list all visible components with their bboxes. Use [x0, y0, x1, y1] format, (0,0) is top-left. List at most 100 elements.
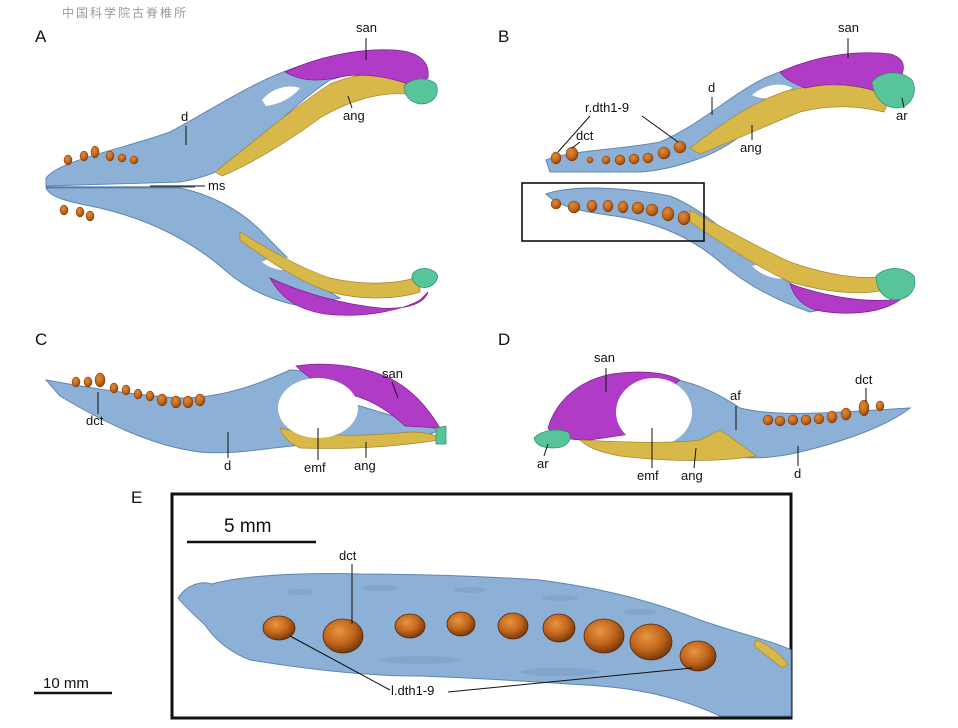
- label-ang: ang: [740, 140, 762, 155]
- fenestra: [752, 84, 792, 99]
- leader-line: [391, 381, 399, 399]
- tooth: [840, 407, 852, 421]
- tooth: [542, 613, 576, 643]
- panel-label-c: C: [35, 330, 47, 349]
- tooth: [322, 618, 364, 654]
- articular-bone: [411, 268, 439, 288]
- tooth: [550, 151, 562, 165]
- leader-line: [557, 115, 591, 153]
- tooth: [117, 153, 127, 163]
- tooth: [79, 150, 89, 162]
- panel-label-d: D: [498, 330, 510, 349]
- label-ms: ms: [208, 178, 226, 193]
- label-ang: ang: [343, 108, 365, 123]
- label-d: d: [708, 80, 715, 95]
- scale-bar-label: 10 mm: [43, 675, 89, 692]
- tooth: [182, 395, 194, 409]
- tooth: [642, 152, 654, 164]
- label-ar: ar: [896, 108, 908, 123]
- tooth: [105, 150, 115, 162]
- tooth: [121, 384, 131, 396]
- label-dct: dct: [339, 548, 357, 563]
- tooth: [194, 393, 206, 407]
- label-san: san: [838, 20, 859, 35]
- leader-line: [447, 667, 693, 693]
- tooth: [617, 200, 629, 214]
- tooth-row: [262, 611, 717, 672]
- tooth: [762, 414, 774, 426]
- panel-b: B: [498, 20, 916, 314]
- tooth: [657, 146, 671, 160]
- articular-bone: [533, 429, 571, 449]
- label-af: af: [730, 388, 741, 403]
- panel-e: E 5 mm dct: [131, 488, 793, 720]
- tooth: [601, 155, 611, 165]
- tooth-row: [762, 399, 885, 427]
- tooth-row: [59, 145, 139, 222]
- tooth: [774, 415, 786, 427]
- tooth: [63, 154, 73, 166]
- panel-d: D san af dct ar emf ang: [498, 330, 912, 483]
- surangular-bone: [269, 277, 429, 316]
- tooth: [129, 155, 139, 165]
- tooth: [645, 203, 659, 217]
- label-r-dth: r.dth1-9: [585, 100, 629, 115]
- fenestra: [278, 378, 358, 438]
- label-d: d: [181, 109, 188, 124]
- label-dct: dct: [576, 128, 594, 143]
- label-emf: emf: [637, 468, 659, 483]
- label-d: d: [224, 458, 231, 473]
- watermark-text: 中国科学院古脊椎所: [62, 5, 188, 20]
- tooth: [565, 146, 579, 162]
- label-san: san: [594, 350, 615, 365]
- tooth: [813, 413, 825, 425]
- main-scale-bar: 10 mm: [34, 675, 112, 695]
- panel-c: C san dct d emf an: [35, 330, 447, 475]
- inset-box: [521, 182, 705, 242]
- fenestra: [262, 86, 300, 106]
- label-san: san: [382, 366, 403, 381]
- tooth: [497, 612, 529, 640]
- angular-bone: [239, 231, 421, 299]
- tooth: [628, 153, 640, 165]
- tooth: [677, 210, 691, 226]
- tooth: [614, 154, 626, 166]
- tooth: [145, 390, 155, 402]
- tooth: [631, 201, 645, 215]
- label-d: d: [794, 466, 801, 481]
- tooth: [661, 206, 675, 222]
- tooth: [826, 410, 838, 424]
- leader-line: [641, 115, 679, 143]
- leader-line: [347, 95, 353, 109]
- label-emf: emf: [304, 460, 326, 475]
- tooth: [800, 414, 812, 426]
- leader-line: [693, 447, 697, 469]
- tooth: [586, 199, 598, 213]
- tooth: [71, 376, 81, 388]
- tooth: [170, 395, 182, 409]
- tooth: [394, 613, 426, 639]
- tooth: [156, 393, 168, 407]
- articular-bone: [871, 72, 915, 109]
- leader-line: [543, 443, 549, 457]
- tooth: [133, 388, 143, 400]
- tooth: [586, 156, 594, 164]
- tooth-row: [71, 372, 206, 409]
- tooth: [550, 198, 562, 210]
- tooth: [629, 623, 673, 661]
- tooth: [85, 210, 95, 222]
- tooth: [602, 199, 614, 213]
- tooth: [109, 382, 119, 394]
- tooth: [59, 204, 69, 216]
- leader-line: [289, 635, 391, 691]
- surangular-bone: [284, 49, 429, 85]
- tooth: [567, 200, 581, 214]
- articular-bone: [875, 268, 916, 301]
- panel-label-e: E: [131, 488, 142, 507]
- tooth: [787, 414, 799, 426]
- label-l-dth: l.dth1-9: [391, 683, 434, 698]
- tooth: [83, 376, 93, 388]
- label-dct: dct: [855, 372, 873, 387]
- panel-label-b: B: [498, 27, 509, 46]
